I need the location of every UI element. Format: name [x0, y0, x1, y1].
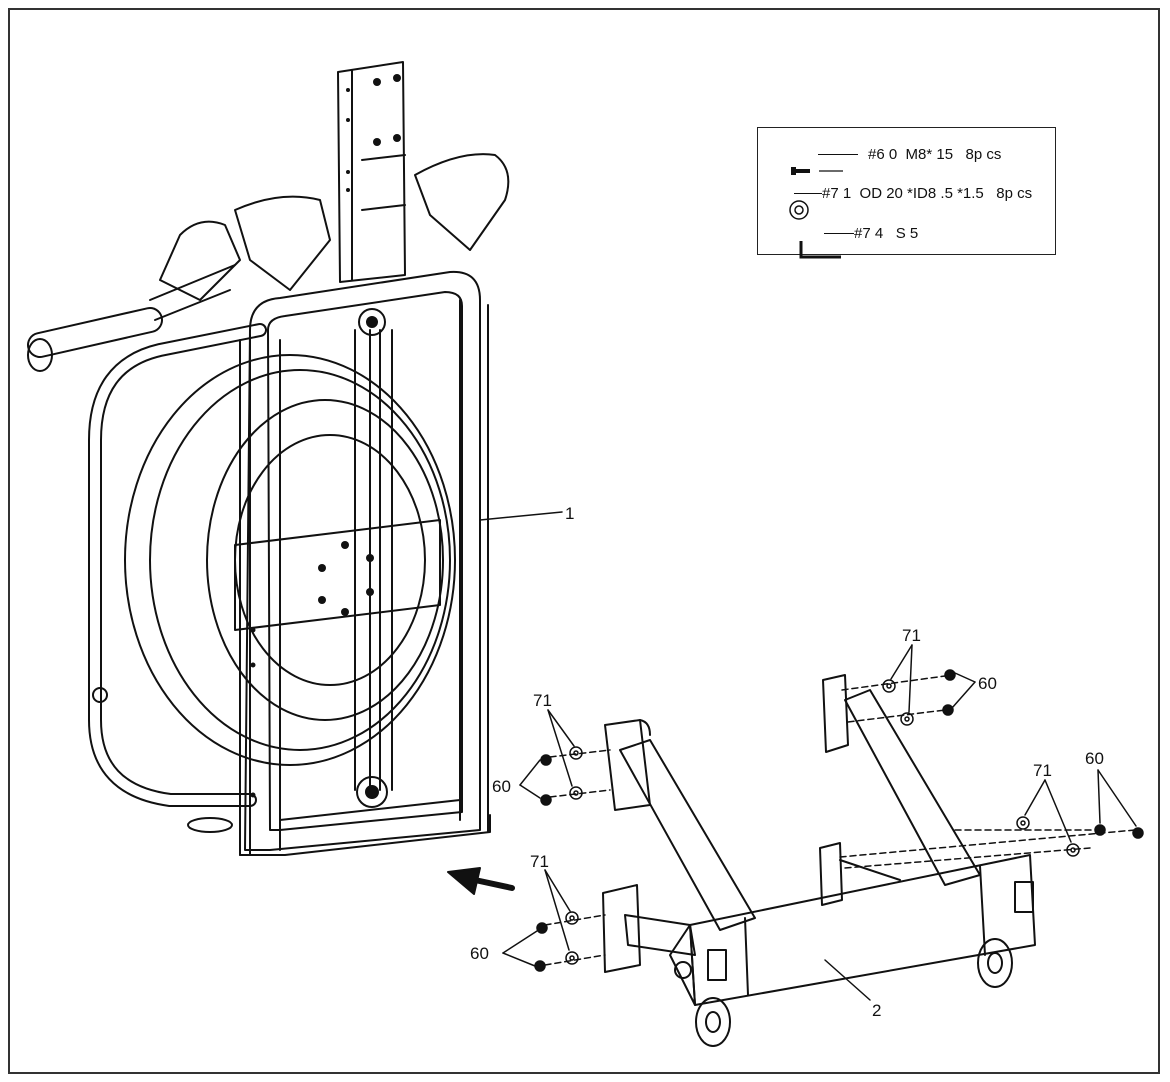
flywheel-outer — [124, 354, 456, 766]
legend-row-wrench: #7 4 S 5 — [758, 218, 919, 259]
callout-bolt-a: 60 — [492, 777, 511, 796]
diagram-frame — [8, 8, 1160, 1074]
callout-bolt-b: 60 — [978, 674, 997, 693]
top-pulley — [358, 308, 386, 336]
left-pad — [234, 195, 331, 291]
hardware-legend: #6 0 M8* 15 8p cs #7 1 OD 20 *ID8 .5 *1.… — [757, 127, 1056, 259]
main-frame-unit — [27, 61, 510, 856]
callout-washer-b: 71 — [902, 626, 921, 645]
bracket-upper-right — [822, 674, 849, 753]
callout-washer-c: 71 — [1033, 761, 1052, 780]
base-frame — [602, 674, 1036, 1047]
fastener-set-a — [519, 709, 611, 806]
frame-bolt — [92, 687, 108, 703]
callout-bolt-c: 60 — [1085, 749, 1104, 768]
callout-washer-a: 71 — [533, 691, 552, 710]
wheel-right — [977, 938, 1013, 988]
end-cap-left — [707, 949, 727, 981]
bracket-upper-left — [604, 719, 651, 811]
callout-part-2: 2 — [872, 1001, 882, 1020]
front-frame-outline — [244, 270, 481, 851]
callout-washer-d: 71 — [530, 852, 549, 871]
bolt-icon — [758, 139, 874, 175]
legend-row-washer: #7 1 OD 20 *ID8 .5 *1.5 8p cs — [758, 178, 1033, 220]
direction-arrow — [447, 867, 515, 895]
column-holes — [346, 74, 401, 192]
flywheel-rim — [149, 369, 451, 751]
plate-holes — [318, 541, 374, 616]
callout-part-1: 1 — [565, 504, 575, 523]
flywheel-plate — [234, 519, 441, 631]
wheel-left — [695, 997, 731, 1047]
bottom-pulley — [356, 776, 388, 808]
base-arm-left — [619, 739, 756, 931]
legend-wrench-text: #7 4 S 5 — [854, 224, 919, 242]
end-cap-right — [1014, 881, 1034, 913]
fastener-set-c — [839, 769, 1144, 869]
legend-bolt-text: #6 0 M8* 15 8p cs — [868, 145, 1002, 163]
fastener-set-b — [841, 644, 976, 726]
flywheel-inner — [206, 399, 444, 721]
bracket-lower-left — [602, 884, 641, 973]
legend-washer-text: #7 1 OD 20 *ID8 .5 *1.5 8p cs — [822, 184, 1033, 202]
column-post — [337, 61, 406, 283]
flywheel-hub — [234, 434, 426, 686]
fastener-set-d — [502, 869, 606, 972]
foot-pad — [187, 817, 233, 833]
allen-wrench-icon — [758, 218, 842, 259]
legend-row-bolt: #6 0 M8* 15 8p cs — [758, 139, 1002, 175]
right-pad — [414, 153, 510, 251]
callout-bolt-d: 60 — [470, 944, 489, 963]
washer-icon — [758, 178, 809, 220]
handle-end — [27, 338, 53, 372]
rear-pad — [159, 220, 241, 301]
bracket-mid — [819, 842, 843, 906]
